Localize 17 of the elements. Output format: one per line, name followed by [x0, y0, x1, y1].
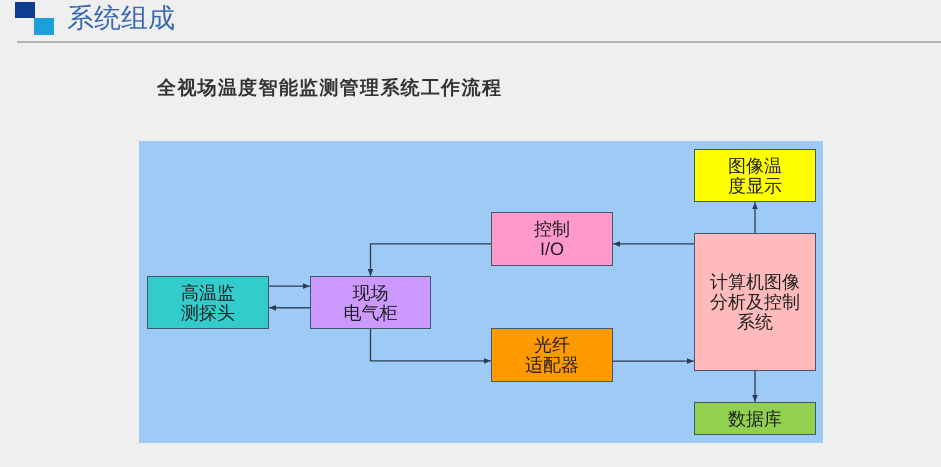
process-box: 计算机图像分析及控制系统: [694, 233, 816, 371]
page-heading: 系统组成: [67, 3, 175, 34]
arrow: [752, 371, 758, 402]
process-box: 现场电气柜: [310, 276, 431, 329]
process-box: 光纤适配器: [491, 328, 613, 382]
arrow: [368, 243, 491, 276]
process-box: 高温监测探头: [147, 276, 269, 329]
arrow: [269, 305, 310, 311]
arrow: [269, 283, 310, 289]
arrow: [613, 241, 694, 247]
arrow: [613, 358, 694, 364]
arrow: [752, 202, 758, 233]
process-box: 控制I/O: [491, 212, 613, 266]
process-box: 数据库: [694, 402, 816, 435]
subtitle: 全视场温度智能监测管理系统工作流程: [157, 78, 502, 100]
arrow: [370, 329, 491, 364]
process-box: 图像温度显示: [694, 149, 816, 202]
